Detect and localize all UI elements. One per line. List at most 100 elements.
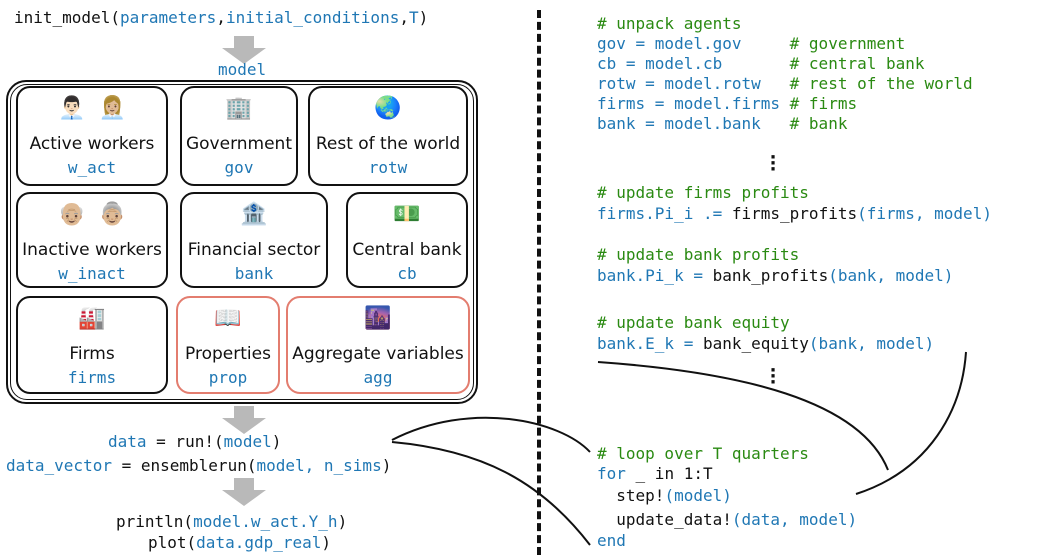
agent-var: firms [67,368,117,387]
agent-box-rest-of-the-world: 🌏 Rest of the world rotw [308,86,468,186]
firms-profits-lhs: firms.Pi_i .= [597,204,723,223]
loop-update-line: update_data!(data, model) [597,510,857,530]
paren: ) [271,432,282,451]
agent-label: Active workers [29,134,155,154]
connector-run-to-loop-lower [391,441,591,546]
firms-profits-args: (firms, model) [857,204,992,223]
bank-equity-func: bank_equity [693,334,809,353]
agent-var: bank [234,264,274,283]
agent-box-aggregate-variables: 🌆 Aggregate variables agg [286,296,470,394]
bank-profits-args: (bank, model) [828,266,954,285]
run-func: = run!( [146,432,224,451]
init-arg-initial-conditions: initial_conditions [225,8,400,27]
agent-box-central-bank: 💵 Central bank cb [346,192,468,288]
for-range: _ in 1:T [625,464,713,483]
bank-equity-lhs: bank.E_k = [597,334,694,353]
init-model-call: init_model(parameters,initial_conditions… [14,8,428,28]
agent-var: rotw [368,158,408,177]
loop-end-line: end [597,531,626,550]
firms-profits-func: firms_profits [722,204,858,223]
connector-step-to-body-right [855,351,967,495]
comma: , [399,8,409,27]
init-arg-parameters: parameters [119,8,217,27]
loop-comment: # loop over T quarters [597,444,809,463]
agent-box-inactive-workers: 👴🏼 👵🏼 Inactive workers w_inact [16,192,168,288]
agent-var: w_act [67,158,117,177]
ensemblerun-line: data_vector = ensemblerun(model, n_sims) [6,456,391,476]
unpack-comment-text: # bank [789,114,848,133]
step-func: step! [597,486,665,505]
agent-box-firms: 🏭 Firms firms [16,296,168,394]
paren: ) [337,512,348,531]
agent-label: Financial sector [187,240,321,260]
init-func: init_model( [14,8,120,27]
bank-icon: 🏦 [240,201,268,227]
firms-profits-comment: # update firms profits [597,183,809,202]
bank-equity-comment: # update bank equity [597,313,790,332]
bank-equity-args: (bank, model) [808,334,935,353]
agent-label: Central bank [352,240,462,260]
unpack-comment-text: # firms [789,94,858,113]
unpack-comment: # unpack agents [597,14,742,33]
step-args: (model) [664,486,732,505]
elderly-couple-icon: 👴🏼 👵🏼 [57,201,127,227]
model-container-inner [10,84,474,400]
agent-box-active-workers: 👨🏻‍💼 👩🏼‍💼 Active workers w_act [16,86,168,186]
agent-label: Properties [185,344,271,364]
println-arg: model.w_act.Y_h [193,512,338,531]
unpack-row-firms: firms = model.firms # firms [597,94,857,114]
ellipsis-vertical-icon: ··· [769,360,777,393]
paren: ) [321,533,332,552]
unpack-code: rotw = model.rotw [597,74,790,93]
run-line: data = run!(model) [108,432,281,452]
factory-icon: 🏭 [78,305,106,331]
bank-profits-comment: # update bank profits [597,245,800,264]
run-lhs: data [108,432,147,451]
loop-for-line: for _ in 1:T [597,464,713,484]
loop-step-line: step!(model) [597,486,732,506]
agent-label: Rest of the world [315,134,461,154]
model-container [6,80,478,404]
agent-label: Government [185,134,293,154]
model-label: model [218,60,267,79]
panel-divider [537,10,541,555]
city-icon: 🌆 [364,305,392,331]
connector-run-to-loop-upper [391,416,591,453]
unpack-row-gov: gov = model.gov # government [597,34,905,54]
agent-var: prop [208,368,248,387]
banknote-icon: 💵 [393,201,421,227]
ensemblerun-func: = ensemblerun( [111,456,257,475]
agent-label: Aggregate variables [292,344,464,364]
government-building-icon: 🏢 [225,95,253,121]
plot-func: plot( [148,533,197,552]
unpack-row-rotw: rotw = model.rotw # rest of the world [597,74,973,94]
connector-step-to-body-left [597,361,889,471]
unpack-comment-text: # rest of the world [789,74,973,93]
comma: , [216,8,226,27]
unpack-comment-text: # government [789,34,906,53]
unpack-row-bank: bank = model.bank # bank [597,114,847,134]
println-func: println( [116,512,194,531]
bank-profits-func: bank_profits [702,266,829,285]
for-keyword: for [597,464,626,483]
agent-box-properties: 📖 Properties prop [176,296,280,394]
ensemblerun-args: model, n_sims [256,456,382,475]
agent-var: gov [224,158,254,177]
bank-profits-line: bank.Pi_k = bank_profits(bank, model) [597,266,953,286]
worker-couple-icon: 👨🏻‍💼 👩🏼‍💼 [57,95,127,121]
unpack-code: gov = model.gov [597,34,790,53]
agent-var: w_inact [58,264,126,283]
update-data-func: update_data! [597,510,732,529]
unpack-row-cb: cb = model.cb # central bank [597,54,925,74]
run-arg: model [223,432,272,451]
paren: ) [381,456,392,475]
plot-arg: data.gdp_real [196,533,322,552]
ensemblerun-lhs: data_vector [6,456,112,475]
bank-equity-line: bank.E_k = bank_equity(bank, model) [597,334,934,354]
bank-profits-lhs: bank.Pi_k = [597,266,703,285]
agent-var: agg [363,368,393,387]
agent-var: cb [397,264,417,283]
unpack-code: cb = model.cb [597,54,790,73]
globe-icon: 🌏 [374,95,402,121]
